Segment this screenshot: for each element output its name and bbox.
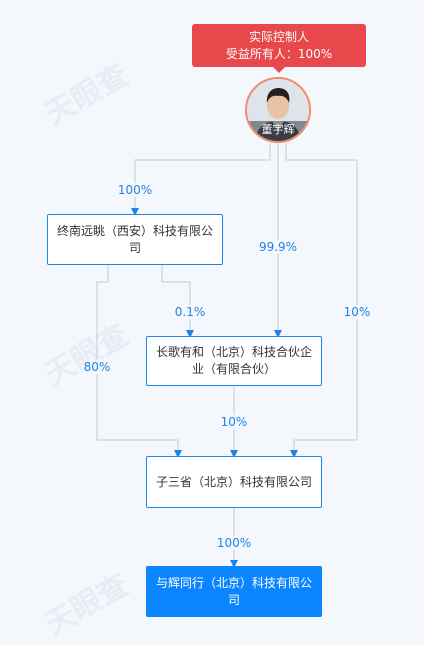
- pct-person-to-b: 99.9%: [258, 240, 298, 254]
- edge-person-to-c: [285, 143, 358, 458]
- beneficial-owner-share: 受益所有人：100%: [225, 46, 333, 61]
- controller-title: 实际控制人: [248, 29, 309, 44]
- person-name: 董宇辉: [247, 121, 309, 141]
- company-node-a[interactable]: 终南远眺（西安）科技有限公司: [47, 214, 223, 265]
- company-name: 终南远眺（西安）科技有限公司: [56, 223, 213, 255]
- company-node-b[interactable]: 长歌有和（北京）科技合伙企业（有限合伙）: [146, 336, 322, 386]
- person-avatar[interactable]: 董宇辉: [245, 77, 311, 143]
- company-name: 长歌有和（北京）科技合伙企业（有限合伙）: [155, 345, 312, 376]
- pct-a-to-b: 0.1%: [174, 305, 206, 319]
- pct-c-to-d: 100%: [216, 536, 252, 550]
- pct-a-to-c: 80%: [83, 360, 111, 374]
- edge-a-to-b: [161, 265, 194, 338]
- company-node-c[interactable]: 子三省（北京）科技有限公司: [146, 456, 322, 508]
- target-company-name: 与辉同行（北京）科技有限公司: [155, 575, 312, 607]
- pct-person-to-a: 100%: [117, 183, 153, 197]
- pct-person-to-c: 10%: [343, 305, 371, 319]
- target-company-node[interactable]: 与辉同行（北京）科技有限公司: [146, 566, 322, 617]
- company-name: 子三省（北京）科技有限公司: [155, 474, 312, 489]
- pct-b-to-c: 10%: [220, 415, 248, 429]
- edge-person-to-a: [131, 143, 271, 216]
- actual-controller-badge: 实际控制人 受益所有人：100%: [192, 24, 366, 73]
